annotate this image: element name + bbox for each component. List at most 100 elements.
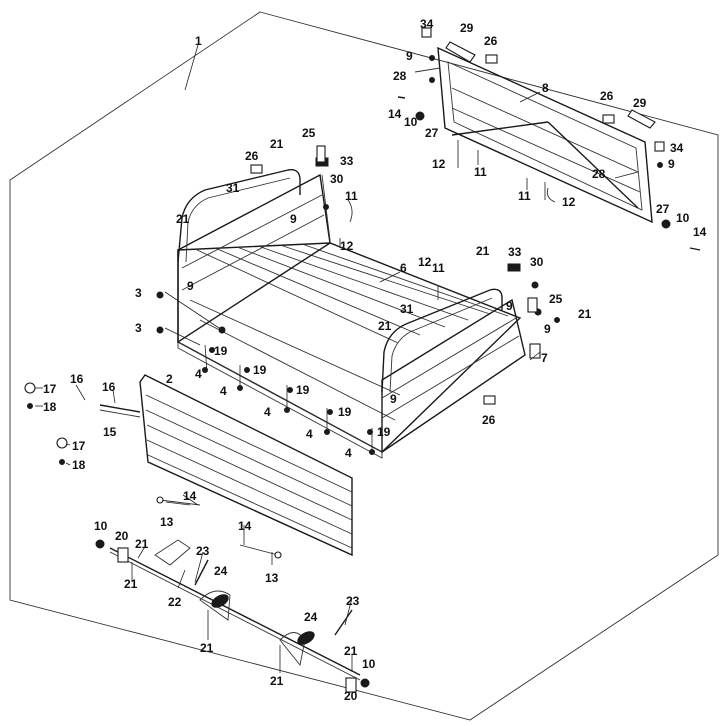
- support-strut: [99, 404, 141, 413]
- callout-12: 12: [418, 255, 432, 269]
- callout-4: 4: [195, 367, 202, 381]
- latch-linkage: [109, 539, 361, 681]
- callout-17: 17: [43, 382, 57, 396]
- callout-11: 11: [474, 165, 487, 179]
- callout-29: 29: [460, 21, 474, 35]
- handrail-left: [177, 169, 301, 263]
- callout-25: 25: [549, 292, 563, 306]
- callout-6: 6: [400, 261, 407, 275]
- callout-19: 19: [253, 363, 267, 377]
- callout-14: 14: [693, 225, 707, 239]
- callout-10: 10: [94, 519, 108, 533]
- callout-19: 19: [377, 425, 391, 439]
- callout-4: 4: [220, 384, 227, 398]
- callout-13: 13: [160, 515, 174, 529]
- callout-14: 14: [183, 489, 197, 503]
- callout-31: 31: [226, 181, 240, 195]
- callout-9: 9: [544, 322, 551, 336]
- callout-1: 1: [195, 34, 202, 48]
- callout-4: 4: [345, 446, 352, 460]
- callout-16: 16: [102, 380, 116, 394]
- callout-14: 14: [238, 519, 252, 533]
- callout-21: 21: [270, 674, 284, 688]
- callout-28: 28: [393, 69, 407, 83]
- callout-21: 21: [270, 137, 284, 151]
- callout-7: 7: [541, 351, 548, 365]
- callout-26: 26: [600, 89, 614, 103]
- callout-20: 20: [344, 689, 358, 703]
- callout-21: 21: [124, 577, 138, 591]
- callout-9: 9: [406, 49, 413, 63]
- callout-25: 25: [302, 126, 316, 140]
- callout-33: 33: [508, 245, 522, 259]
- callout-8: 8: [542, 81, 549, 95]
- callout-34: 34: [420, 17, 434, 31]
- callout-labels: 1 2 3 3 4 4 4 4 4 6 7 8 9 9 9 9 9 9 9 10…: [43, 17, 707, 703]
- callout-9: 9: [187, 279, 194, 293]
- callout-30: 30: [530, 255, 544, 269]
- callout-19: 19: [214, 344, 228, 358]
- callout-11: 11: [432, 261, 445, 275]
- callout-30: 30: [330, 172, 344, 186]
- callout-27: 27: [656, 202, 670, 216]
- callout-4: 4: [264, 405, 271, 419]
- callout-20: 20: [115, 529, 129, 543]
- callout-14: 14: [388, 107, 402, 121]
- callout-23: 23: [196, 544, 210, 558]
- callout-23: 23: [346, 594, 360, 608]
- callout-9: 9: [668, 157, 675, 171]
- callout-15: 15: [103, 425, 117, 439]
- callout-2: 2: [166, 372, 173, 386]
- callout-4: 4: [306, 427, 313, 441]
- callout-26: 26: [482, 413, 496, 427]
- callout-10: 10: [404, 115, 418, 129]
- callout-24: 24: [214, 564, 228, 578]
- callout-27: 27: [425, 126, 439, 140]
- callout-28: 28: [592, 167, 606, 181]
- callout-33: 33: [340, 154, 354, 168]
- callout-3: 3: [135, 321, 142, 335]
- callout-12: 12: [562, 195, 576, 209]
- callout-11: 11: [518, 189, 531, 203]
- rubber-bumper-2: [297, 631, 315, 645]
- callout-9: 9: [506, 299, 513, 313]
- callout-21: 21: [176, 212, 190, 226]
- callout-34: 34: [670, 141, 684, 155]
- callout-18: 18: [43, 400, 57, 414]
- tailgate-panel: [139, 374, 353, 557]
- callout-26: 26: [484, 34, 498, 48]
- cargo-box-body: [177, 173, 526, 459]
- callout-31: 31: [400, 302, 414, 316]
- callout-9: 9: [290, 212, 297, 226]
- callout-21: 21: [344, 644, 358, 658]
- callout-10: 10: [676, 211, 690, 225]
- callout-12: 12: [340, 239, 354, 253]
- callout-21: 21: [378, 319, 392, 333]
- callout-24: 24: [304, 610, 318, 624]
- handrail-right: [381, 288, 503, 393]
- callout-21: 21: [578, 307, 592, 321]
- callout-21: 21: [135, 537, 149, 551]
- callout-17: 17: [72, 439, 86, 453]
- callout-13: 13: [265, 571, 279, 585]
- callout-19: 19: [338, 405, 352, 419]
- assembly-boundary: [9, 11, 719, 721]
- callout-18: 18: [72, 458, 86, 472]
- callout-21: 21: [200, 641, 214, 655]
- callout-3: 3: [135, 286, 142, 300]
- callout-9: 9: [390, 392, 397, 406]
- leader-lines: [35, 44, 541, 673]
- callout-22: 22: [168, 595, 182, 609]
- callout-10: 10: [362, 657, 376, 671]
- callout-11: 11: [345, 189, 358, 203]
- hardware: [24, 27, 701, 693]
- callout-16: 16: [70, 372, 84, 386]
- front-panel: [437, 46, 653, 224]
- callout-19: 19: [296, 383, 310, 397]
- rubber-bumper-1: [211, 594, 229, 608]
- callout-12: 12: [432, 157, 446, 171]
- callout-21: 21: [476, 244, 490, 258]
- callout-29: 29: [633, 96, 647, 110]
